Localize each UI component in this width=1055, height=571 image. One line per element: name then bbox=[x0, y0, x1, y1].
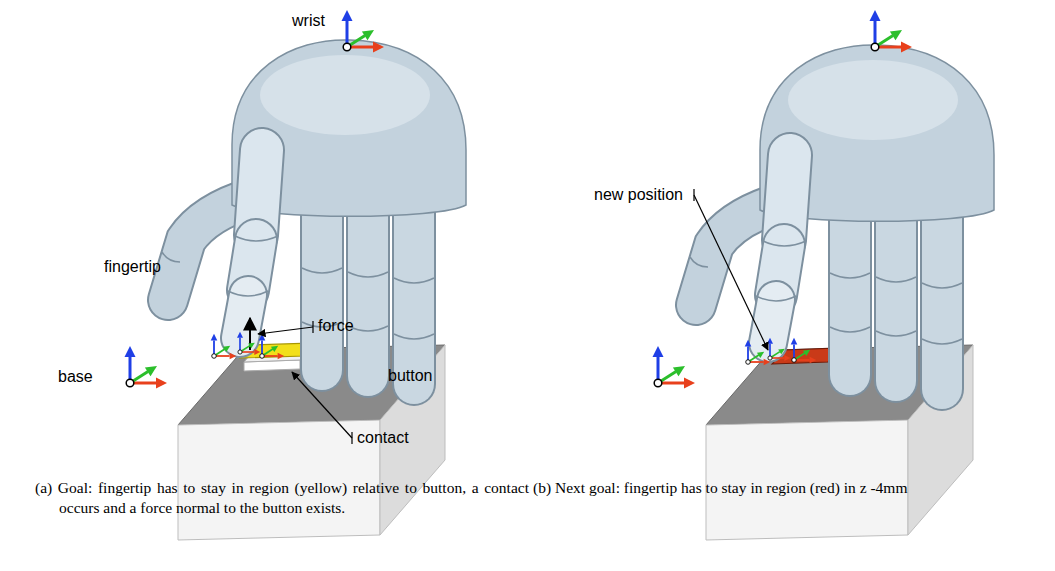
panel-a bbox=[125, 10, 467, 540]
coordinate-frame bbox=[211, 334, 237, 360]
robot-hand bbox=[162, 40, 466, 384]
coordinate-frame bbox=[125, 346, 168, 389]
coordinate-frame bbox=[791, 338, 817, 364]
caption: (b) Next goal: fingertip has to stay in … bbox=[533, 478, 1042, 498]
caption: (a) Goal: fingertip has to stay in regio… bbox=[35, 478, 529, 518]
robot-hand bbox=[690, 45, 994, 389]
frame-label: fingertip bbox=[104, 258, 161, 276]
coordinate-frame bbox=[342, 10, 385, 53]
callout-label: new position bbox=[594, 186, 683, 204]
coordinate-frame bbox=[745, 340, 771, 366]
coordinate-frame bbox=[237, 332, 260, 355]
callout-label: force bbox=[318, 317, 354, 335]
leader-line bbox=[694, 195, 768, 350]
frame-label: base bbox=[58, 368, 93, 386]
coordinate-frame bbox=[653, 346, 696, 389]
panel-b bbox=[653, 10, 995, 540]
coordinate-frame bbox=[259, 334, 285, 360]
leader-line bbox=[258, 327, 313, 334]
coordinate-frame bbox=[767, 338, 790, 361]
coordinate-frame bbox=[870, 10, 913, 53]
leader-line bbox=[292, 372, 352, 438]
part-label: button bbox=[388, 367, 432, 385]
callout-label: contact bbox=[357, 429, 409, 447]
frame-label: wrist bbox=[292, 12, 325, 30]
